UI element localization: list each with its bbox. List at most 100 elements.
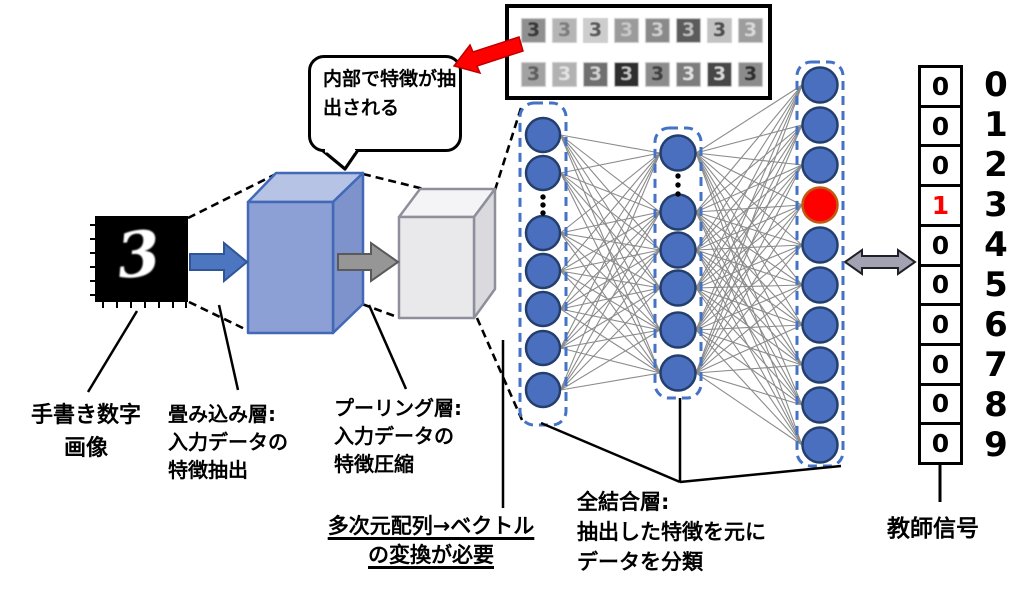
label-line: 入力データの xyxy=(334,424,454,448)
connection-line xyxy=(560,152,661,234)
conv-box-side-face xyxy=(331,171,365,335)
teacher-cell: 0 xyxy=(921,266,960,307)
ellipsis-dot xyxy=(540,194,546,200)
label-line: データを分類 xyxy=(577,550,703,574)
feature-map-thumbnail: 3 xyxy=(707,62,732,87)
line-to-conv-label xyxy=(217,304,240,391)
line-to-pool-label xyxy=(367,304,408,390)
connection-line xyxy=(559,134,661,374)
connection-line xyxy=(695,164,803,251)
connection-line xyxy=(560,270,661,289)
connection-line xyxy=(695,204,803,331)
label-fully-connected-layer: 全結合層:抽出した特徴を元にデータを分類 xyxy=(577,487,766,577)
output-node xyxy=(801,426,839,464)
ellipsis-dot xyxy=(540,210,546,216)
connection-line xyxy=(560,329,661,349)
connection-line xyxy=(695,124,803,213)
digit-glyph: 3 xyxy=(113,215,164,294)
dash-conv-to-pool-bottom xyxy=(361,302,401,320)
input-vector-node xyxy=(524,290,562,328)
class-label: 7 xyxy=(984,345,1008,385)
pool-box-top-face xyxy=(397,187,497,219)
connection-line xyxy=(695,124,803,331)
connection-line xyxy=(560,232,661,374)
input-vector-node xyxy=(524,329,562,367)
label-teacher-signal: 教師信号 xyxy=(887,516,979,542)
feature-map-thumbnail: 3 xyxy=(583,62,608,87)
connection-line xyxy=(695,84,803,331)
feature-map-thumbnail: 3 xyxy=(521,62,546,87)
connection-line xyxy=(695,164,803,289)
output-node-active xyxy=(801,186,839,224)
pool-box-side-face xyxy=(472,187,497,320)
hidden-node xyxy=(659,193,697,231)
connection-line xyxy=(560,134,661,289)
connection-line xyxy=(695,211,803,406)
blue-arrow-icon xyxy=(189,240,249,284)
connection-line xyxy=(695,211,803,366)
label-line: る xyxy=(380,97,400,119)
label-line: 特徴抽出 xyxy=(168,458,248,482)
label-line: 画像 xyxy=(63,436,109,461)
class-label: 4 xyxy=(984,225,1008,265)
ellipsis-dot xyxy=(675,173,681,179)
line-to-input-label xyxy=(86,310,139,393)
teacher-cell: 0 xyxy=(921,425,960,463)
ellipsis-dot xyxy=(675,182,681,188)
connection-line xyxy=(695,211,803,326)
connection-lines xyxy=(559,84,803,446)
connection-line xyxy=(695,284,803,289)
connection-line xyxy=(695,249,803,406)
connection-line xyxy=(695,164,803,213)
connection-line xyxy=(695,284,803,374)
connection-line xyxy=(560,249,661,310)
output-node xyxy=(801,386,839,424)
fully-connected-network xyxy=(518,60,845,468)
label-line: が抽出され xyxy=(323,68,457,119)
connection-line xyxy=(695,244,803,251)
input-vector-node xyxy=(524,214,562,252)
dash-image-to-conv-bottom xyxy=(188,300,250,333)
feature-map-thumbnail: 3 xyxy=(707,18,732,43)
connection-line xyxy=(695,152,803,286)
connection-line xyxy=(559,152,661,391)
connection-line xyxy=(560,287,661,349)
output-node xyxy=(801,306,839,344)
connection-line xyxy=(560,287,661,391)
connection-line xyxy=(695,204,803,374)
feature-map-thumbnail: 3 xyxy=(614,62,639,87)
feature-map-thumbnail: 3 xyxy=(614,18,639,43)
label-pooling-layer: プーリング層:入力データの特徴圧縮 xyxy=(334,394,462,478)
class-label: 6 xyxy=(984,305,1008,345)
output-node xyxy=(801,346,839,384)
feature-map-thumbnail: 3 xyxy=(521,18,546,43)
hidden-node xyxy=(659,354,697,392)
connection-line xyxy=(695,329,803,406)
connection-line xyxy=(560,287,661,310)
connection-line xyxy=(560,172,661,251)
connection-line xyxy=(695,84,803,289)
feature-map-thumbnail: 3 xyxy=(552,18,577,43)
class-label: 9 xyxy=(984,425,1008,465)
connection-line xyxy=(560,308,661,331)
connection-line xyxy=(560,211,661,349)
class-label: 8 xyxy=(984,385,1008,425)
output-node xyxy=(801,106,839,144)
teacher-cell: 0 xyxy=(921,226,960,267)
label-line: 抽出した特徴を元に xyxy=(577,520,766,544)
teacher-cell: 0 xyxy=(921,306,960,346)
connection-line xyxy=(695,324,803,374)
line-fc-right xyxy=(679,464,842,484)
connection-line xyxy=(560,249,661,349)
connection-line xyxy=(695,211,803,446)
connection-line xyxy=(695,152,803,406)
connection-line xyxy=(695,324,803,331)
label-line: プーリング層: xyxy=(334,396,462,420)
connection-line xyxy=(560,232,661,251)
connection-line xyxy=(560,211,661,272)
connection-line xyxy=(695,244,803,374)
feature-map-thumbnail: 3 xyxy=(552,62,577,87)
